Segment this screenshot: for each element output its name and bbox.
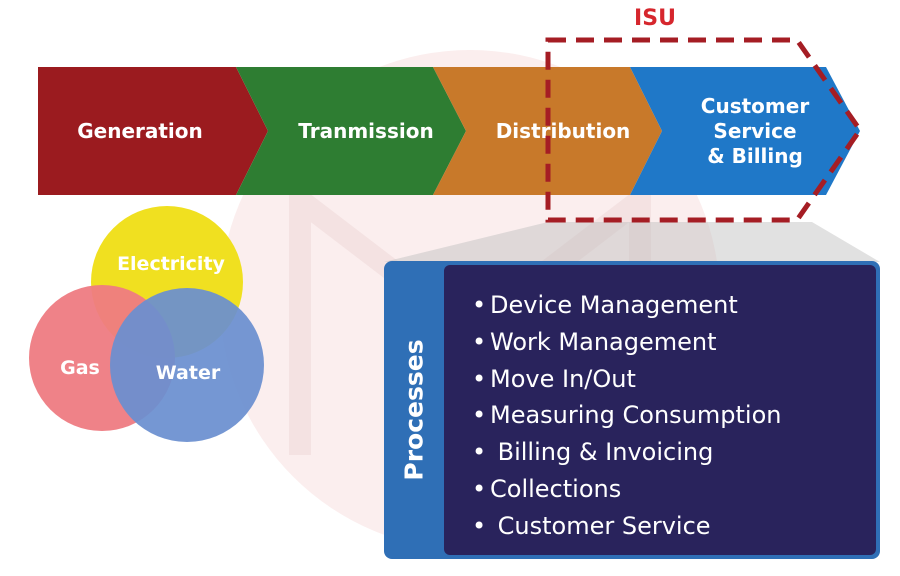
process-item-label: Measuring Consumption — [490, 401, 782, 430]
chain-label-customer-service-billing: & Billing — [707, 144, 803, 168]
process-item-label: Device Management — [490, 291, 738, 319]
isu-label: ISU — [634, 6, 676, 31]
bullet-icon: • — [472, 474, 487, 503]
venn-label-water: Water — [156, 362, 221, 384]
chain-label-transmission: Tranmission — [298, 119, 433, 143]
process-item: •Move In/Out — [472, 361, 876, 398]
process-item: • Customer Service — [472, 508, 876, 545]
venn-label-gas: Gas — [60, 357, 100, 379]
process-item-label: Work Management — [490, 327, 717, 356]
value-chain: Generation Tranmission Distribution Custome… — [38, 67, 860, 195]
chain-arrow-customer-service-billing — [630, 67, 860, 195]
venn-circle-water — [110, 288, 264, 442]
bullet-icon: • — [472, 401, 487, 430]
chain-arrow-distribution — [433, 67, 662, 195]
processes-panel: Processes •Device Management•Work Manage… — [384, 261, 880, 559]
processes-list: •Device Management•Work Management•Move … — [444, 265, 876, 545]
chain-label-distribution: Distribution — [496, 119, 631, 143]
process-item: • Billing & Invoicing — [472, 434, 876, 471]
bullet-icon: • — [472, 291, 487, 319]
chain-label-customer-service-billing: Service — [713, 119, 796, 143]
chain-arrow-transmission — [236, 67, 466, 195]
chain-label-generation: Generation — [77, 119, 203, 143]
process-item-label: Move In/Out — [490, 364, 636, 393]
isu-focus-funnel — [384, 222, 880, 262]
bullet-icon: • — [472, 438, 487, 467]
bullet-icon: • — [472, 511, 487, 540]
bullet-icon: • — [472, 327, 487, 356]
bullet-icon: • — [472, 364, 487, 393]
process-item-label: Billing & Invoicing — [490, 438, 714, 467]
venn-label-electricity: Electricity — [117, 253, 225, 275]
process-item: •Work Management — [472, 324, 876, 361]
process-item: •Measuring Consumption — [472, 397, 876, 434]
process-item: •Collections — [472, 471, 876, 508]
chain-arrow-generation — [38, 67, 268, 195]
process-item-label: Collections — [490, 474, 622, 503]
processes-title: Processes — [399, 339, 429, 481]
process-item-label: Customer Service — [490, 511, 711, 540]
chain-label-customer-service-billing: Customer — [701, 94, 810, 118]
processes-tab: Processes — [384, 261, 444, 559]
isu-boundary — [545, 37, 864, 223]
processes-list-box: •Device Management•Work Management•Move … — [444, 265, 876, 555]
process-item: •Device Management — [472, 287, 876, 324]
